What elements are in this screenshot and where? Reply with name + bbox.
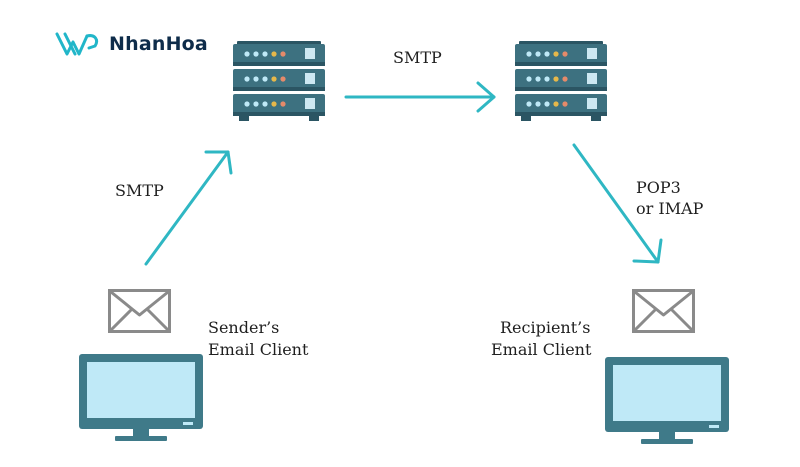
brand-logo: NhanHoa [55,30,208,58]
recipient-envelope-icon [632,289,695,333]
sender-envelope-icon [108,289,171,333]
arrow-server-to-recipient [572,143,663,264]
label-sender-line2: Email Client [208,340,309,359]
arrow-sender-to-server [144,150,233,266]
label-recipient-line2: Email Client [491,340,592,359]
recipient-mail-server-icon [515,41,607,121]
label-or-imap: or IMAP [636,199,704,218]
nhanhoa-logo-icon [55,32,99,56]
label-pop3: POP3 [636,178,681,197]
label-smtp-sender: SMTP [115,181,164,200]
sender-mail-server-icon [233,41,325,121]
brand-name: NhanHoa [109,33,208,55]
label-recipient-line1: Recipient’s [500,318,591,337]
recipient-monitor-icon [605,357,729,444]
label-sender-line1: Sender’s [208,318,280,337]
sender-monitor-icon [79,354,203,441]
arrow-server-to-server [344,81,496,113]
label-smtp-server-to-server: SMTP [393,48,442,67]
